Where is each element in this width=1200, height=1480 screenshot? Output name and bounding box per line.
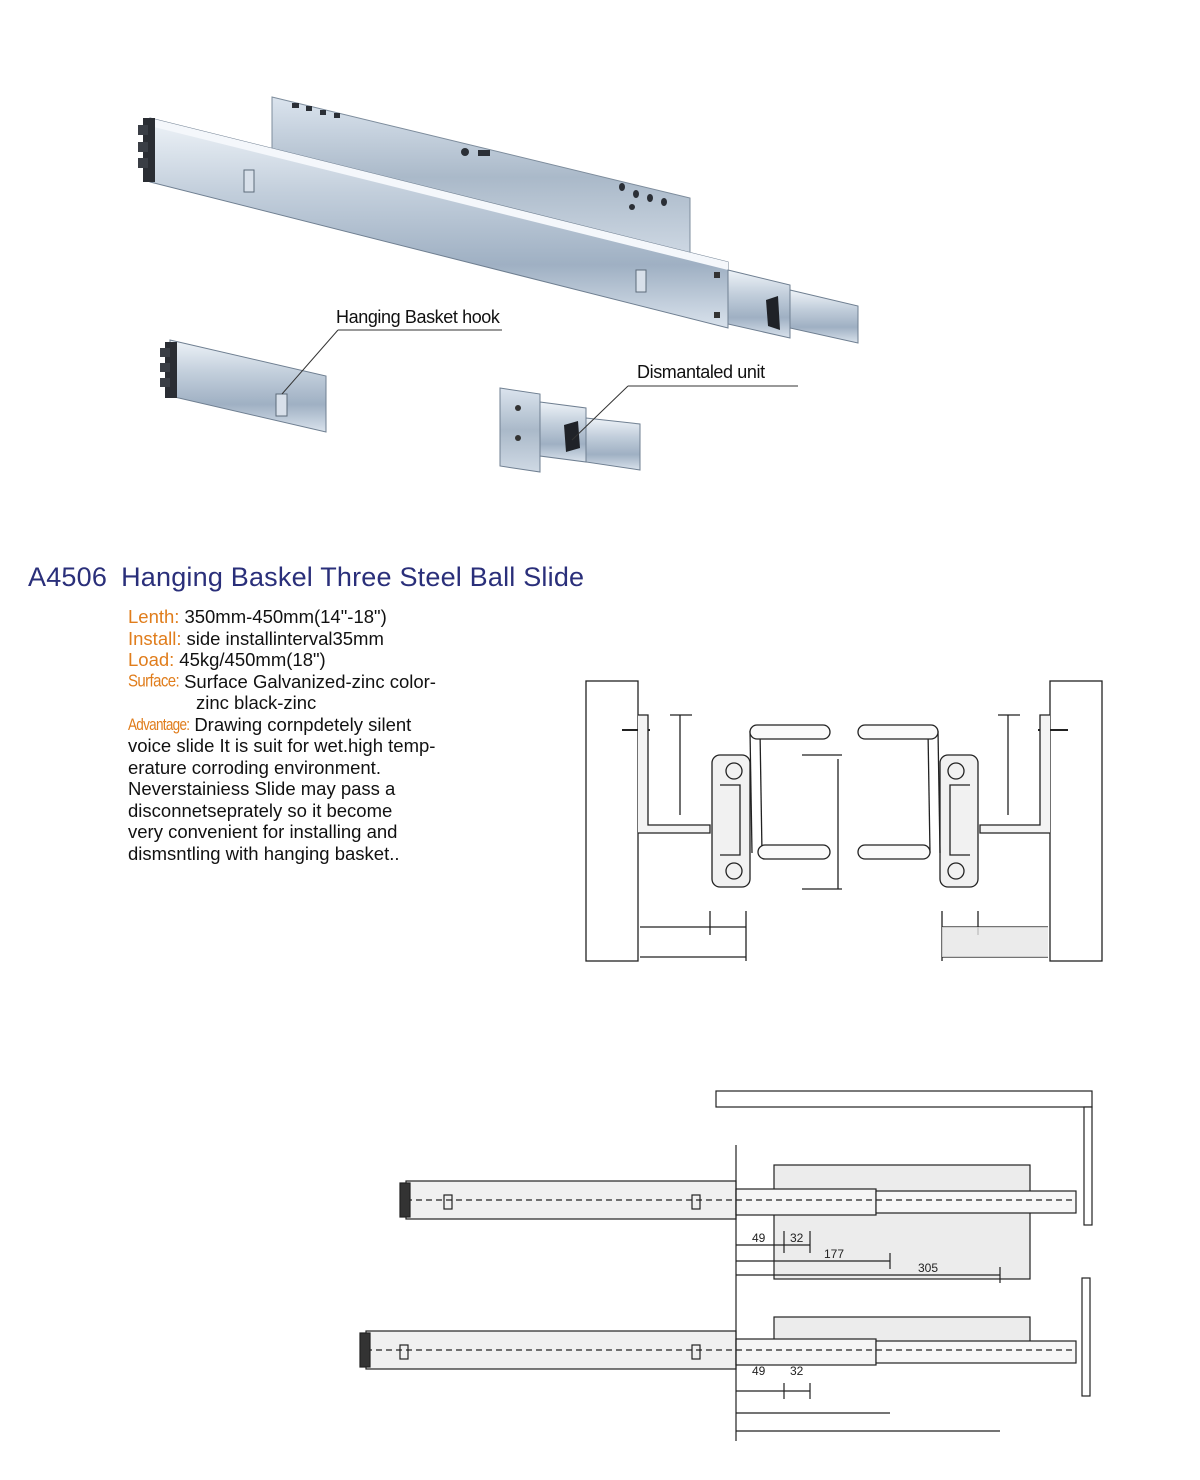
- advantage-line: Neverstainiess Slide may pass a: [128, 778, 396, 799]
- dim-label-49-lower: 49: [752, 1364, 766, 1378]
- spec-value: Drawing cornpdetely silent: [194, 713, 412, 735]
- spec-label: Install:: [128, 627, 182, 649]
- product-title: A4506 Hanging Baskel Three Steel Ball Sli…: [28, 562, 584, 593]
- left-slide-profile: [711, 754, 751, 888]
- spec-value: 350mm-450mm(14"-18"): [184, 606, 387, 627]
- dim-label-32-lower: 32: [790, 1364, 804, 1378]
- spec-label: Load:: [128, 649, 175, 670]
- spec-label: Lenth:: [128, 606, 180, 627]
- spec-list: Lenth: 350mm-450mm(14"-18") Install: sid…: [128, 606, 568, 864]
- cross-section-diagram: [585, 680, 1103, 962]
- spec-surface-cont: zinc black-zinc: [196, 692, 317, 713]
- product-name: Hanging Baskel Three Steel Ball Slide: [121, 562, 585, 592]
- spec-value: side installinterval35mm: [186, 627, 384, 649]
- spec-value: 45kg/450mm(18"): [179, 649, 326, 670]
- spec-advantage: Advantage: Drawing cornpdetely silent: [128, 714, 568, 736]
- spec-install: Install: side installinterval35mm: [128, 628, 568, 650]
- dismantled-callout-label: Dismantaled unit: [637, 362, 765, 382]
- spec-label: Surface:: [128, 671, 180, 691]
- slide-outer-rail: [138, 117, 729, 329]
- upper-bracket-plate: [773, 1164, 1031, 1280]
- top-panel: [715, 1090, 1093, 1108]
- hook-detail-photo: [160, 329, 502, 433]
- spec-surface: Surface: Surface Galvanized-zinc color-: [128, 671, 568, 693]
- advantage-line: disconnetseprately so it become: [128, 799, 393, 821]
- hook-callout-label: Hanging Basket hook: [336, 307, 500, 327]
- advantage-line: erature corroding environment.: [128, 756, 381, 778]
- dim-label-177: 177: [824, 1247, 844, 1261]
- dim-label-49: 49: [752, 1231, 766, 1245]
- product-code: A4506: [28, 562, 108, 592]
- spec-value: Surface Galvanized-zinc color-: [184, 670, 436, 692]
- dim-label-32: 32: [790, 1231, 804, 1245]
- dismantled-unit-photo: [499, 385, 798, 473]
- right-cabinet-wall: [1049, 680, 1103, 962]
- spec-load: Load: 45kg/450mm(18"): [128, 649, 568, 671]
- spec-length: Lenth: 350mm-450mm(14"-18"): [128, 606, 568, 628]
- advantage-line: voice slide It is suit for wet.high temp…: [128, 735, 436, 756]
- right-slide-profile: [939, 754, 979, 888]
- side-view-diagram: 49 32 177 305 49 32: [359, 1090, 1093, 1441]
- advantage-line: very convenient for installing and: [128, 821, 398, 842]
- dim-label-305: 305: [918, 1261, 938, 1275]
- slide-inner-rail: [727, 269, 859, 344]
- product-photo: [138, 96, 859, 473]
- advantage-line: dismsntling with hanging basket..: [128, 842, 400, 864]
- left-cabinet-wall: [585, 680, 639, 962]
- mounting-bracket: [271, 96, 691, 259]
- spec-label: Advantage:: [128, 714, 190, 733]
